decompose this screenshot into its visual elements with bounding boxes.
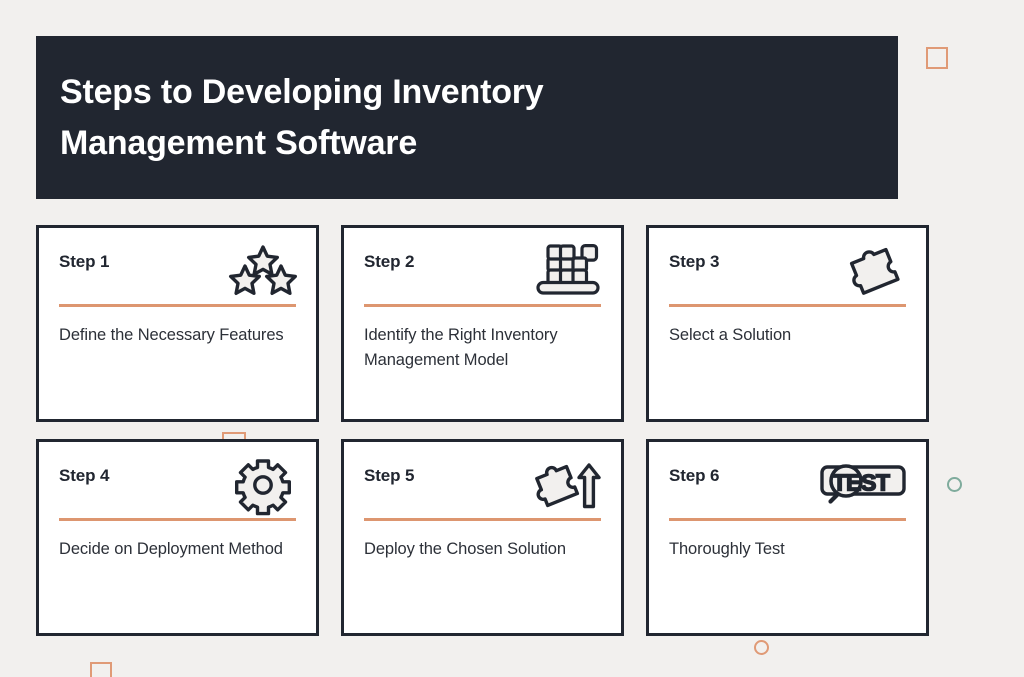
puzzle-piece-icon bbox=[840, 244, 906, 298]
three-stars-icon bbox=[229, 244, 297, 298]
step-card-3[interactable]: Step 3 Select a Solution bbox=[646, 225, 929, 422]
step-label: Step 3 bbox=[669, 252, 720, 271]
card-header: Step 6 TEST bbox=[669, 458, 906, 512]
step-card-6[interactable]: Step 6 TEST Thoroughly Test bbox=[646, 439, 929, 636]
step-label: Step 1 bbox=[59, 252, 110, 271]
stacked-boxes-warehouse-icon bbox=[535, 244, 601, 298]
card-divider bbox=[364, 304, 601, 307]
test-label: TEST bbox=[833, 470, 890, 496]
decorative-square-bottom-left bbox=[90, 662, 112, 677]
card-header: Step 3 bbox=[669, 244, 906, 298]
page-title: Steps to Developing Inventory Management… bbox=[60, 72, 544, 162]
card-divider bbox=[669, 304, 906, 307]
step-card-1[interactable]: Step 1 Define the Necessary Features bbox=[36, 225, 319, 422]
card-divider bbox=[364, 518, 601, 521]
decorative-circle-teal bbox=[947, 477, 962, 492]
step-label: Step 5 bbox=[364, 466, 415, 485]
step-description: Thoroughly Test bbox=[669, 540, 785, 558]
decorative-square-top-right bbox=[926, 47, 948, 69]
card-header: Step 1 bbox=[59, 244, 297, 298]
card-header: Step 2 bbox=[364, 244, 601, 298]
card-header: Step 4 bbox=[59, 458, 296, 516]
step-card-2[interactable]: Step 2 bbox=[341, 225, 624, 422]
card-header: Step 5 bbox=[364, 458, 601, 512]
step-description: Define the Necessary Features bbox=[59, 326, 284, 344]
gear-icon bbox=[230, 458, 296, 516]
card-divider bbox=[669, 518, 906, 521]
step-description: Decide on Deployment Method bbox=[59, 540, 283, 558]
step-card-4[interactable]: Step 4 Decide on Deployment Method bbox=[36, 439, 319, 636]
steps-grid: Step 1 Define the Necessary Features S bbox=[36, 225, 930, 636]
step-label: Step 2 bbox=[364, 252, 415, 271]
test-magnifier-icon: TEST bbox=[820, 458, 906, 512]
card-divider bbox=[59, 518, 296, 521]
step-label: Step 4 bbox=[59, 466, 110, 485]
step-description: Deploy the Chosen Solution bbox=[364, 540, 566, 558]
step-description: Identify the Right Inventory Management … bbox=[364, 326, 558, 369]
card-divider bbox=[59, 304, 296, 307]
step-card-5[interactable]: Step 5 Deploy the Chosen Solution bbox=[341, 439, 624, 636]
step-description: Select a Solution bbox=[669, 326, 792, 344]
header-banner: Steps to Developing Inventory Management… bbox=[36, 36, 898, 199]
step-label: Step 6 bbox=[669, 466, 720, 485]
decorative-circle-salmon bbox=[754, 640, 769, 655]
puzzle-piece-up-arrow-icon bbox=[535, 458, 601, 512]
